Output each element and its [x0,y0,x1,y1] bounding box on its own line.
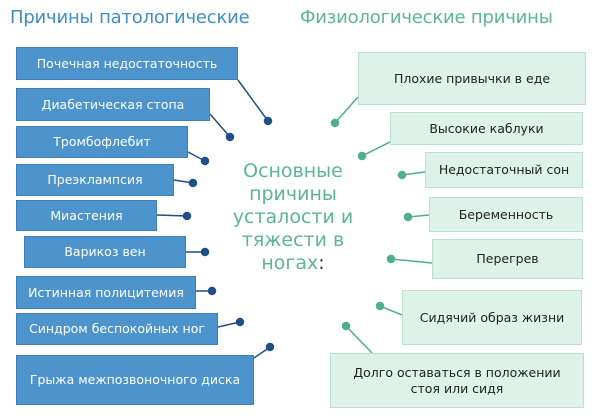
pathological-cause-box: Диабетическая стопа [16,88,210,121]
cause-label: Истинная полицитемия [28,284,184,300]
connector-dot [375,301,385,311]
pathological-cause-box: Варикоз вен [24,236,186,268]
connector-dot [341,321,351,331]
physiological-cause-box: Беременность [429,197,583,232]
pathological-cause-box: Истинная полицитемия [16,276,196,309]
connector-dot [330,118,340,128]
cause-label: Диабетическая стопа [41,96,185,112]
cause-label: Высокие каблуки [429,120,544,136]
connector-dot [235,317,245,327]
connector-dot [357,151,367,161]
connector-dot [265,342,275,352]
physiological-cause-box: Плохие привычки в еде [358,52,586,105]
central-title-colon: : [318,252,325,274]
cause-label: Долго оставаться в положении стоя или си… [353,364,561,396]
connector-dot [403,212,413,222]
connector-dot [225,132,235,142]
physiological-cause-box: Перегрев [432,239,583,279]
cause-label: Тромбофлебит [53,134,151,149]
pathological-cause-box: Миастения [16,200,157,231]
connector-dot [200,156,210,166]
connector-dot [188,178,198,188]
connector-line [390,258,433,264]
cause-label: Перегрев [476,251,539,266]
physiological-cause-box: Долго оставаться в положении стоя или си… [330,353,584,408]
connector-dot [182,211,192,221]
cause-label: Преэклампсия [47,172,143,187]
connector-line [361,141,391,157]
central-title-text: Основные причины усталости и тяжести в н… [232,160,354,274]
cause-label: Беременность [458,206,554,222]
cause-label: Синдром беспокойных ног [29,321,205,336]
connector-dot [386,254,396,264]
cause-label: Варикоз вен [64,244,146,259]
connector-line [334,96,359,124]
connector-dot [207,286,217,296]
pathological-cause-box: Преэклампсия [16,164,174,196]
pathological-cause-box: Почечная недостаточность [16,47,238,80]
pathological-cause-box: Грыжа межпозвоночного диска [16,355,254,405]
physiological-cause-box: Недостаточный сон [425,152,583,188]
connector-line [345,325,373,354]
connector-dot [397,170,407,180]
cause-label: Почечная недостаточность [36,55,218,71]
connector-line [156,214,188,217]
pathological-cause-box: Синдром беспокойных ног [16,313,218,345]
connector-dot [200,247,210,257]
cause-label: Сидячий образ жизни [419,309,565,325]
cause-label: Плохие привычки в еде [393,70,551,86]
connector-dot [263,116,273,126]
physiological-cause-box: Высокие каблуки [390,112,583,145]
pathological-cause-box: Тромбофлебит [16,126,188,158]
cause-label: Грыжа межпозвоночного диска [29,372,241,387]
cause-label: Недостаточный сон [438,162,570,177]
connector-line [237,79,269,122]
physiological-causes-heading: Физиологические причины [300,7,553,28]
pathological-causes-heading: Причины патологические [10,7,250,28]
cause-label: Миастения [50,207,123,223]
connector-line [209,113,231,138]
physiological-cause-box: Сидячий образ жизни [402,290,582,345]
central-title: Основные причины усталости и тяжести в н… [230,160,356,275]
